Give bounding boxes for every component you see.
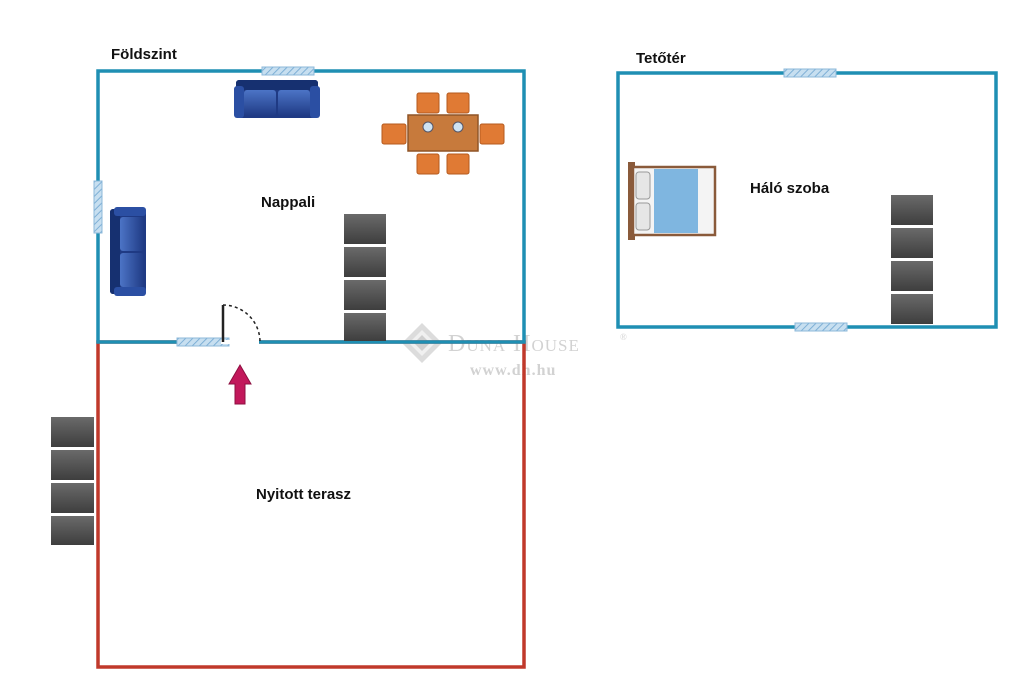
watermark-url: www.dh.hu (470, 362, 556, 379)
room-label-bedroom: Háló szoba (750, 180, 830, 197)
door-icon (221, 304, 261, 344)
room-label-terrace: Nyitott terasz (256, 486, 351, 503)
floor-label-ground: Földszint (111, 46, 177, 63)
sofa-icon (234, 80, 320, 118)
watermark: Duna House ® www.dh.hu (402, 323, 627, 379)
window-icon (783, 68, 837, 78)
stairs-icon (51, 417, 94, 545)
window-icon (794, 322, 848, 332)
floor-label-attic: Tetőtér (636, 50, 686, 67)
watermark-registered: ® (620, 332, 627, 342)
dining-set-icon (381, 92, 505, 175)
watermark-brand: Duna House (448, 331, 580, 357)
terrace-outline (96, 340, 526, 669)
room-label-living: Nappali (261, 194, 315, 211)
sofa-icon (110, 207, 146, 296)
bed-icon (628, 162, 717, 240)
window-icon (261, 66, 315, 76)
stairs-icon (891, 195, 933, 324)
stairs-icon (344, 214, 386, 341)
window-icon (93, 180, 103, 234)
entrance-arrow-icon (228, 364, 252, 405)
